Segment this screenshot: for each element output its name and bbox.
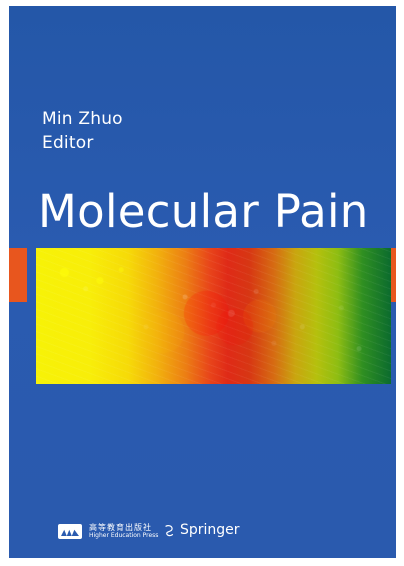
publisher-english-name: Higher Education Press: [89, 532, 159, 539]
publisher-logo-icon: [58, 524, 82, 539]
publisher-footer: 高等教育出版社 Higher Education Press Springer: [58, 521, 248, 543]
author-name: Min Zhuo: [42, 109, 123, 129]
accent-band: [9, 248, 396, 302]
book-cover: Min Zhuo Editor Molecular Pain 高等教育出版社 H…: [9, 6, 396, 558]
springer-logo-icon: [165, 525, 174, 537]
left-orange-strip: [9, 248, 27, 302]
cover-micrograph-image: [36, 248, 391, 384]
editor-label: Editor: [42, 133, 94, 153]
right-orange-strip: [390, 248, 396, 302]
book-title: Molecular Pain: [38, 185, 369, 238]
publisher-name: 高等教育出版社: [89, 523, 152, 532]
springer-label: Springer: [180, 522, 240, 538]
